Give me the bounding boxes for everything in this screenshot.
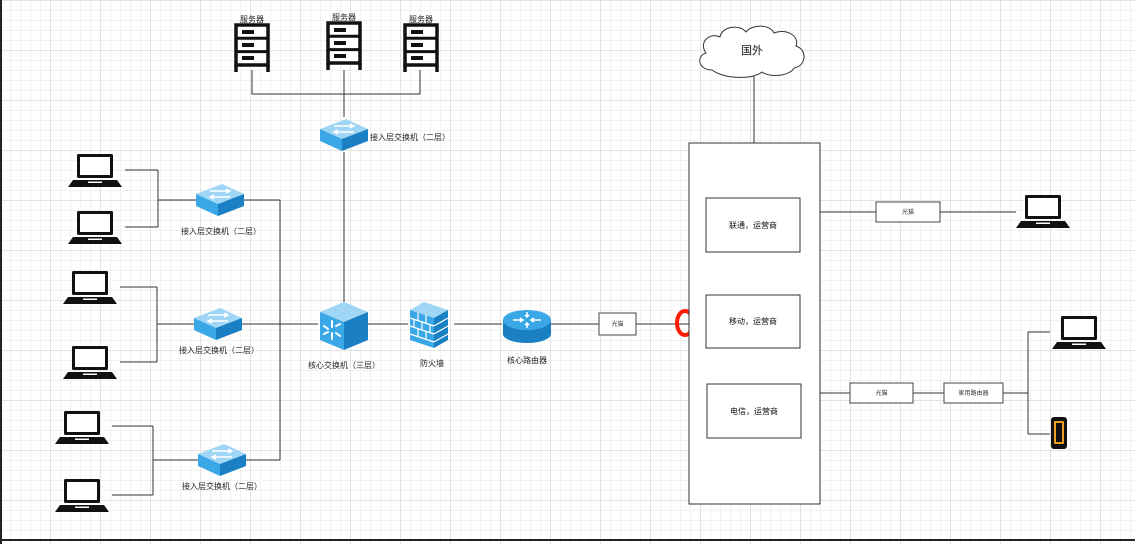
fiber-label: 光猫	[611, 320, 623, 328]
fiber-label: 光猫	[902, 208, 914, 216]
access-switch-1[interactable]: 接入层交换机（二层）	[181, 183, 261, 236]
isp-unicom-label: 联通，运营商	[729, 220, 777, 230]
core-router[interactable]: 核心路由器	[502, 309, 552, 365]
server-2[interactable]: 服务器	[326, 12, 362, 72]
frame-border-bottom	[0, 539, 1135, 541]
isp-container: 联通，运营商 移动，运营商 电信，运营商	[688, 142, 821, 505]
laptop-icon[interactable]	[55, 411, 109, 444]
laptop-icon[interactable]	[55, 479, 109, 512]
laptop-icon[interactable]	[63, 271, 117, 304]
server-3[interactable]: 服务器	[403, 14, 439, 74]
server-1[interactable]: 服务器	[234, 14, 270, 74]
laptop-icon[interactable]	[68, 211, 122, 244]
frame-border-left	[0, 0, 2, 544]
fiber-modem-center[interactable]: 光猫	[598, 312, 637, 336]
access-switch-label: 接入层交换机（二层）	[181, 226, 261, 236]
core-switch[interactable]: 核心交换机（三层）	[308, 301, 380, 370]
switch-icon	[197, 443, 247, 477]
phone-icon[interactable]	[1051, 417, 1067, 449]
server-icon	[403, 23, 439, 74]
home-router-label: 家用路由器	[958, 389, 988, 397]
connection-lines	[112, 70, 1050, 496]
firewall-label: 防火墙	[420, 358, 444, 368]
server-icon	[326, 21, 362, 72]
server-label: 服务器	[409, 14, 433, 24]
isp-mobile-label: 移动，运营商	[729, 316, 777, 326]
cloud-overseas[interactable]: 国外	[699, 25, 805, 78]
isp-telecom-label: 电信，运营商	[730, 406, 778, 416]
home-router[interactable]: 家用路由器	[943, 382, 1004, 404]
access-switch-top[interactable]: 接入层交换机（二层）	[319, 118, 450, 152]
laptop-icon[interactable]	[1052, 316, 1106, 349]
isp-unicom[interactable]: 联通，运营商	[705, 197, 801, 253]
server-label: 服务器	[332, 12, 356, 22]
firewall[interactable]: 防火墙	[409, 301, 449, 368]
fiber-modem-bottom-right[interactable]: 光猫	[849, 382, 914, 404]
laptop-icon[interactable]	[1016, 195, 1070, 228]
cloud-icon	[699, 25, 805, 78]
core-router-label: 核心路由器	[507, 355, 547, 365]
firewall-icon	[409, 301, 449, 349]
isp-mobile[interactable]: 移动，运营商	[705, 294, 801, 349]
server-label: 服务器	[240, 14, 264, 24]
switch-icon	[193, 307, 243, 341]
access-switch-3[interactable]: 接入层交换机（二层）	[182, 443, 262, 491]
router-icon	[502, 309, 552, 344]
laptop-icon[interactable]	[63, 346, 117, 379]
switch-icon	[319, 118, 369, 152]
fiber-label: 光猫	[875, 389, 887, 397]
switch-icon	[195, 183, 245, 217]
access-switch-label: 接入层交换机（二层）	[179, 345, 259, 355]
access-switch-label: 接入层交换机（二层）	[370, 132, 450, 142]
laptop-icon[interactable]	[68, 154, 122, 187]
server-icon	[234, 23, 270, 74]
core-switch-icon	[319, 301, 369, 351]
cloud-label: 国外	[741, 44, 763, 57]
access-switch-label: 接入层交换机（二层）	[182, 481, 262, 491]
fiber-modem-top-right[interactable]: 光猫	[875, 201, 941, 223]
isp-telecom[interactable]: 电信，运营商	[706, 383, 802, 439]
access-switch-2[interactable]: 接入层交换机（二层）	[179, 307, 259, 355]
core-switch-label: 核心交换机（三层）	[308, 360, 380, 370]
